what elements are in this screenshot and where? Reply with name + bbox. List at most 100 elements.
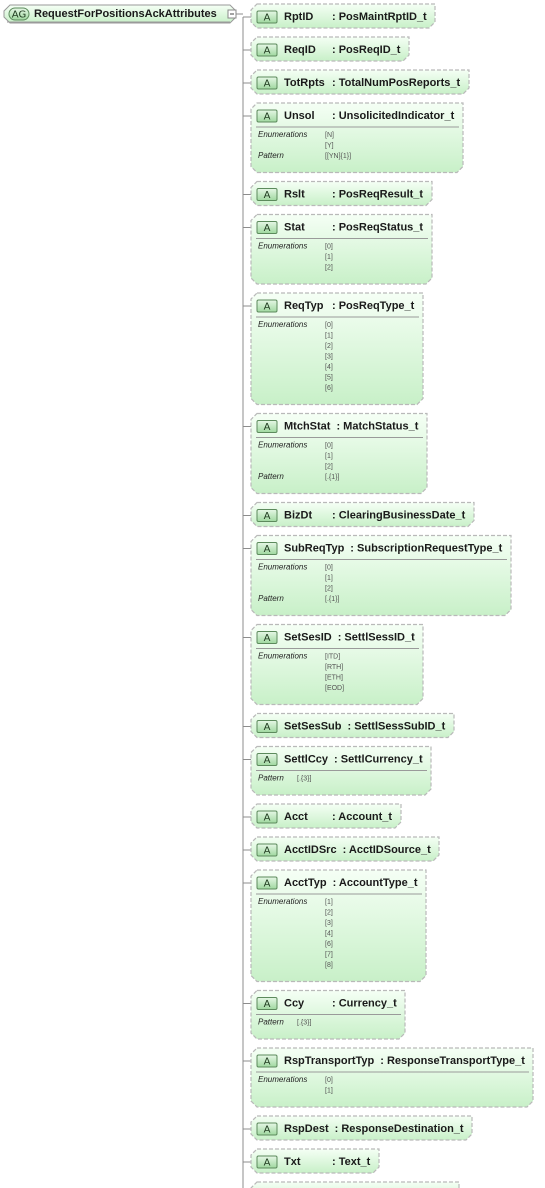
attribute-setsesid[interactable]: SetSesID: SettlSessID_tAEnumerations[ITD… bbox=[250, 623, 424, 706]
attribute-icon-label: A bbox=[264, 544, 271, 555]
enumeration-value: [1] bbox=[325, 333, 333, 340]
enumerations-label: Enumerations bbox=[258, 563, 307, 572]
attribute-icon bbox=[256, 299, 278, 313]
attribute-icon-label: A bbox=[264, 511, 271, 522]
attribute-totrpts[interactable]: TotRpts: TotalNumPosReports_tA bbox=[250, 69, 470, 95]
attribute-name: Stat bbox=[284, 222, 305, 234]
enumeration-value: [2] bbox=[325, 910, 333, 917]
attribute-type: : TotalNumPosReports_t bbox=[332, 77, 460, 89]
attribute-setsessub[interactable]: SetSesSub: SettlSessSubID_tA bbox=[250, 712, 455, 739]
group-node-box bbox=[3, 4, 237, 24]
enumerations-label: Enumerations bbox=[258, 320, 307, 329]
attribute-type: : ClearingBusinessDate_t bbox=[332, 510, 466, 522]
attribute-unsol[interactable]: Unsol: UnsolicitedIndicator_tAEnumeratio… bbox=[250, 102, 464, 174]
attribute-box bbox=[250, 623, 424, 706]
attribute-box bbox=[250, 869, 427, 983]
pattern-value: [.{1}] bbox=[325, 596, 339, 603]
attribute-accttyp[interactable]: AcctTyp: AccountType_tAEnumerations[1][2… bbox=[250, 869, 427, 983]
group-name: RequestForPositionsAckAttributes bbox=[34, 8, 217, 20]
attribute-type: : Account_t bbox=[332, 811, 392, 823]
attribute-stat[interactable]: Stat: PosReqStatus_tAEnumerations[0][1][… bbox=[250, 213, 433, 285]
enumeration-value: [Y] bbox=[325, 143, 334, 150]
attribute-name: ReqID bbox=[284, 44, 316, 56]
attribute-rsptransporttyp[interactable]: RspTransportTyp: ResponseTransportType_t… bbox=[250, 1047, 534, 1108]
enumeration-value: [ITD] bbox=[325, 654, 340, 661]
attribute-group-icon bbox=[8, 7, 30, 21]
attribute-icon bbox=[256, 542, 278, 555]
attribute-icon-label: A bbox=[264, 302, 271, 313]
enumerations-label: Enumerations bbox=[258, 652, 307, 661]
attribute-box bbox=[250, 36, 410, 62]
attribute-type: : SettlSessSubID_t bbox=[347, 721, 445, 733]
attribute-box bbox=[250, 292, 424, 406]
attribute-box bbox=[250, 180, 433, 207]
attribute-name: RptID bbox=[284, 11, 313, 23]
attribute-reqid[interactable]: ReqID: PosReqID_tA bbox=[250, 36, 410, 62]
enumeration-value: [3] bbox=[325, 354, 333, 361]
enumeration-value: [EOD] bbox=[325, 685, 344, 692]
attribute-list: RptID : PosMaintRptID_tA ReqID: PosReqID_t… bbox=[250, 3, 534, 1188]
attribute-rptid[interactable]: RptID: PosMaintRptID_tA bbox=[250, 3, 436, 29]
enumeration-value: [8] bbox=[325, 962, 333, 969]
attribute-icon bbox=[256, 509, 278, 522]
attribute-enctxtlen[interactable]: EncTxtLen: EncodedTextLen_tA bbox=[250, 1181, 460, 1188]
attribute-type: : Text_t bbox=[332, 1156, 371, 1168]
enumeration-value: [6] bbox=[325, 941, 333, 948]
attribute-box bbox=[250, 69, 470, 95]
enumeration-value: [4] bbox=[325, 931, 333, 938]
attribute-box bbox=[250, 836, 440, 862]
enumeration-value: [RTH] bbox=[325, 664, 343, 671]
pattern-value: [.{1}] bbox=[325, 474, 339, 481]
attribute-rslt[interactable]: Rslt: PosReqResult_tA bbox=[250, 180, 433, 207]
attribute-icon bbox=[256, 1054, 278, 1068]
attribute-box bbox=[250, 102, 464, 174]
enumeration-value: [2] bbox=[325, 464, 333, 471]
attribute-name: TotRpts bbox=[284, 77, 325, 89]
attribute-rspdest[interactable]: RspDest: ResponseDestination_tA bbox=[250, 1115, 473, 1141]
attribute-box bbox=[250, 412, 428, 495]
attribute-type: : SettlSessID_t bbox=[338, 632, 415, 644]
attribute-type: : UnsolicitedIndicator_t bbox=[332, 110, 455, 122]
connector-lines bbox=[236, 13, 251, 1188]
attribute-mtchstat[interactable]: MtchStat: MatchStatus_tAEnumerations[0][… bbox=[250, 412, 428, 495]
attribute-icon bbox=[256, 997, 278, 1010]
attribute-subreqtyp[interactable]: SubReqTyp: SubscriptionRequestType_tAEnu… bbox=[250, 534, 512, 617]
attribute-box bbox=[250, 213, 433, 285]
enumeration-value: [0] bbox=[325, 1077, 333, 1084]
attribute-icon-label: A bbox=[264, 879, 271, 890]
enumeration-value: [2] bbox=[325, 586, 333, 593]
attribute-box bbox=[250, 712, 455, 739]
attribute-acct[interactable]: Acct: Account_tA bbox=[250, 803, 402, 829]
attribute-name: RspDest bbox=[284, 1123, 329, 1135]
attribute-icon bbox=[256, 843, 278, 857]
enumeration-value: [4] bbox=[325, 364, 333, 371]
pattern-value: [.{3}] bbox=[297, 1020, 311, 1027]
attribute-box bbox=[250, 534, 512, 617]
attribute-icon-label: A bbox=[264, 846, 271, 857]
attribute-box bbox=[250, 1115, 473, 1141]
attribute-icon bbox=[256, 1155, 278, 1169]
attribute-name: Rslt bbox=[284, 189, 305, 201]
attribute-name: SetSesID bbox=[284, 632, 332, 644]
attribute-box bbox=[250, 1047, 534, 1108]
attribute-name: RspTransportTyp bbox=[284, 1055, 375, 1067]
attribute-bizdt[interactable]: BizDt: ClearingBusinessDate_tA bbox=[250, 501, 475, 528]
attribute-icon-label: A bbox=[264, 1158, 271, 1169]
pattern-label: Pattern bbox=[258, 1018, 284, 1027]
enumeration-value: [0] bbox=[325, 443, 333, 450]
attribute-txt[interactable]: Txt : Text_t A bbox=[250, 1148, 380, 1174]
enumeration-value: [N] bbox=[325, 132, 334, 139]
attribute-acctidsrc[interactable]: AcctIDSrc: AcctIDSource_tA bbox=[250, 836, 440, 862]
pattern-label: Pattern bbox=[258, 774, 284, 783]
attribute-type: : PosMaintRptID_t bbox=[332, 11, 427, 23]
attribute-reqtyp[interactable]: ReqTyp: PosReqType_tAEnumerations[0][1][… bbox=[250, 292, 424, 406]
attribute-box bbox=[250, 1148, 380, 1174]
enumerations-label: Enumerations bbox=[258, 242, 307, 251]
attribute-name: Txt bbox=[284, 1156, 301, 1168]
attribute-icon-label: A bbox=[264, 1057, 271, 1068]
enumerations-label: Enumerations bbox=[258, 130, 307, 139]
